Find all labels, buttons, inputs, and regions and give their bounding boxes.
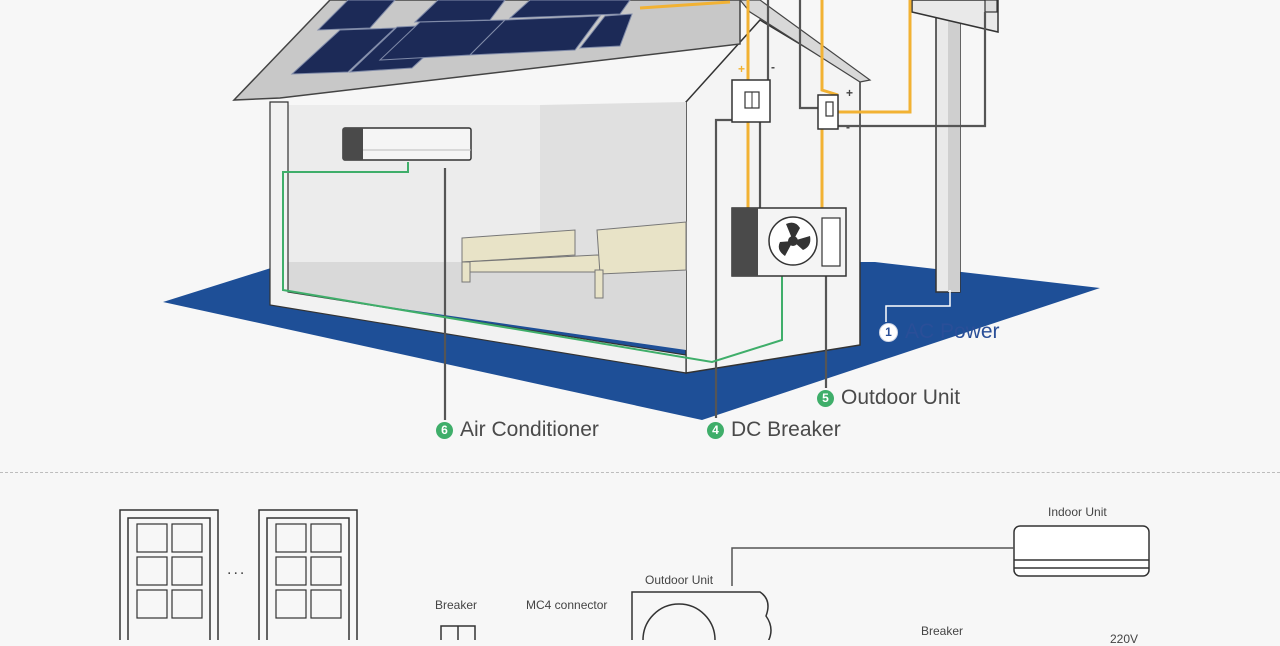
room-floor — [285, 262, 686, 350]
dc-breaker-box — [731, 79, 771, 123]
utility-pole — [911, 0, 999, 293]
signal-wire — [282, 162, 783, 364]
house-front-frame — [269, 101, 687, 374]
small-breaker — [440, 625, 476, 640]
minus-marker-1: - — [771, 60, 775, 74]
callout-outdoor-unit-text: Outdoor Unit — [841, 386, 961, 409]
bed — [461, 221, 687, 299]
badge-5: 5 — [817, 389, 834, 407]
callout-dc-breaker-text: DC Breaker — [731, 418, 841, 441]
panel-separator: ... — [227, 561, 247, 578]
plus-marker-1: + — [738, 62, 746, 76]
dc-breaker-box-2 — [817, 94, 839, 130]
label-breaker-right: Breaker — [921, 624, 964, 638]
dc-wires — [639, 0, 912, 210]
outdoor-unit — [731, 207, 847, 277]
callout-ac-power-text: AC Power — [905, 320, 1000, 343]
ac-power-leader — [885, 290, 951, 322]
minus-marker-2: - — [846, 120, 850, 134]
solar-panel-array — [119, 509, 358, 640]
callout-air-conditioner: 6 Air Conditioner — [436, 418, 599, 442]
label-mc4-connector: MC4 connector — [526, 598, 608, 612]
badge-1: 1 — [879, 322, 898, 342]
callout-outdoor-unit: 5 Outdoor Unit — [817, 386, 960, 410]
plus-marker-2: + — [846, 86, 854, 100]
callout-dc-breaker: 4 DC Breaker — [707, 418, 841, 442]
badge-6: 6 — [436, 421, 453, 439]
outdoor-unit-schematic — [631, 591, 772, 640]
callout-air-conditioner-text: Air Conditioner — [460, 418, 599, 441]
label-voltage: 220V — [1110, 632, 1139, 646]
callout-ac-power: 1 AC Power — [879, 320, 1000, 344]
room-right-wall — [540, 102, 686, 262]
indoor-unit-schematic — [1013, 525, 1150, 577]
indoor-air-conditioner — [342, 127, 472, 161]
badge-4: 4 — [707, 421, 724, 439]
indoor-outdoor-link — [731, 547, 1014, 586]
label-breaker-left: Breaker — [435, 598, 478, 612]
section-divider — [0, 472, 1280, 473]
label-outdoor-unit: Outdoor Unit — [645, 573, 714, 587]
ac-wires — [443, 0, 987, 420]
solar-panels — [290, 0, 633, 75]
label-indoor-unit: Indoor Unit — [1048, 505, 1107, 519]
